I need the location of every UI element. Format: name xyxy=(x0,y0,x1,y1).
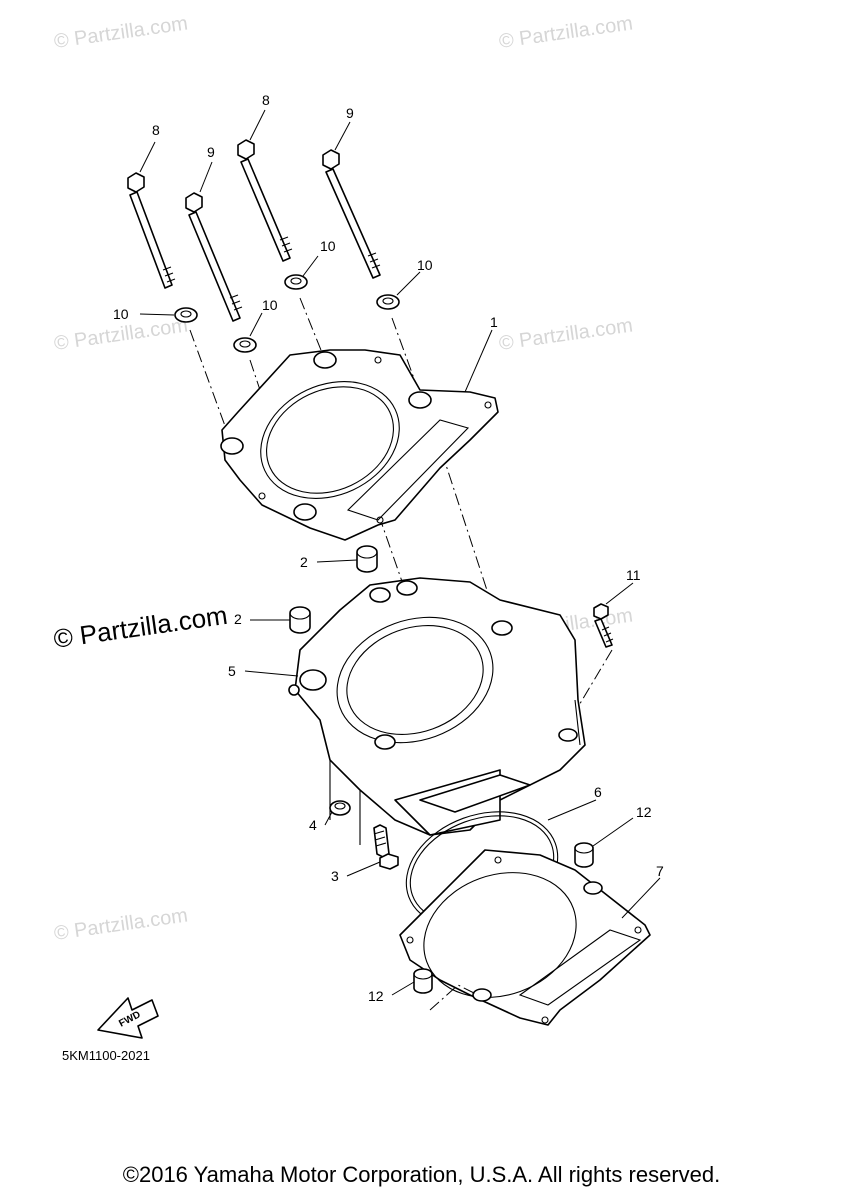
cylinder-base-gasket xyxy=(399,849,651,1026)
callout-9: 9 xyxy=(207,144,215,160)
callout-10: 10 xyxy=(113,306,129,322)
callout-2: 2 xyxy=(300,554,308,570)
callout-8: 8 xyxy=(152,122,160,138)
callout-4: 4 xyxy=(309,817,317,833)
watermark-strong: © Partzilla.com xyxy=(52,600,230,654)
callout-11: 11 xyxy=(626,567,641,583)
watermark: © Partzilla.com xyxy=(498,12,635,53)
diagram-part-code: 5KM1100-2021 xyxy=(62,1048,150,1063)
bolt-9-right xyxy=(322,149,381,279)
callout-10: 10 xyxy=(320,238,336,254)
cylinder-block xyxy=(288,577,586,845)
bolt-11 xyxy=(593,603,614,648)
callout-3: 3 xyxy=(331,868,339,884)
copyright-notice: ©2016 Yamaha Motor Corporation, U.S.A. A… xyxy=(122,1162,721,1187)
bolt-9-left xyxy=(185,192,243,322)
head-bolts xyxy=(127,139,381,322)
callout-1: 1 xyxy=(490,314,498,330)
leader-lines xyxy=(139,109,661,996)
callout-8: 8 xyxy=(262,92,270,108)
callout-2: 2 xyxy=(234,611,242,627)
callout-5: 5 xyxy=(228,663,236,679)
base-dowel-pins xyxy=(413,842,594,1011)
callout-12: 12 xyxy=(636,804,652,820)
callout-10: 10 xyxy=(417,257,433,273)
cylinder-head-gasket xyxy=(220,349,499,541)
callout-9: 9 xyxy=(346,105,354,121)
callout-7: 7 xyxy=(656,863,664,879)
bolt-8-left xyxy=(127,172,176,289)
callout-12: 12 xyxy=(368,988,384,1004)
watermark: © Partzilla.com xyxy=(498,314,635,355)
callout-6: 6 xyxy=(594,784,602,800)
watermark: © Partzilla.com xyxy=(53,904,190,945)
callouts: 8 9 8 9 10 10 10 10 1 2 2 5 11 4 3 6 12 … xyxy=(113,92,664,1004)
watermark: © Partzilla.com xyxy=(53,12,190,53)
dowel-pins xyxy=(289,545,378,634)
fwd-arrow-icon: FWD xyxy=(97,997,159,1039)
washers xyxy=(174,274,400,353)
plug-and-bolt xyxy=(329,800,399,870)
callout-10: 10 xyxy=(262,297,278,313)
bolt-8-right xyxy=(237,139,293,262)
